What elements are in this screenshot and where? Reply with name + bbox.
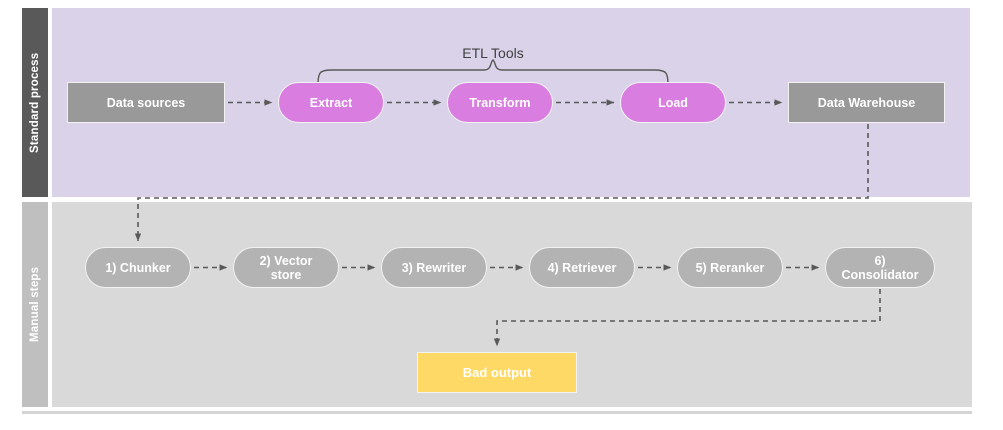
node-data-sources[interactable]: Data sources [67,82,225,123]
lane-label-manual-steps: Manual steps [29,266,41,343]
node-load-label: Load [658,95,688,110]
node-chunker-label: 1) Chunker [105,260,171,275]
node-rewriter[interactable]: 3) Rewriter [381,247,487,288]
node-retriever-label: 4) Retriever [547,260,617,275]
node-load[interactable]: Load [620,82,726,123]
bottom-divider [22,411,972,414]
node-rewriter-label: 3) Rewriter [401,260,467,275]
node-data-sources-label: Data sources [106,95,186,110]
node-bad-output-label: Bad output [462,364,532,380]
lane-header-manual-steps: Manual steps [22,202,48,407]
node-transform-label: Transform [469,95,531,110]
node-retriever[interactable]: 4) Retriever [529,247,635,288]
node-extract[interactable]: Extract [278,82,384,123]
node-extract-label: Extract [309,95,353,110]
lane-header-standard-process: Standard process [22,8,48,197]
etl-tools-label: ETL Tools [462,45,524,61]
lane-label-standard-process: Standard process [29,52,41,153]
node-consolidator-label: 6)Consolidator [841,253,919,282]
node-data-warehouse[interactable]: Data Warehouse [788,82,945,123]
node-chunker[interactable]: 1) Chunker [85,247,191,288]
node-reranker-label: 5) Reranker [695,260,765,275]
node-transform[interactable]: Transform [447,82,553,123]
node-data-warehouse-label: Data Warehouse [817,95,916,110]
node-reranker[interactable]: 5) Reranker [677,247,783,288]
node-consolidator[interactable]: 6)Consolidator [825,247,935,288]
node-bad-output[interactable]: Bad output [417,352,577,393]
